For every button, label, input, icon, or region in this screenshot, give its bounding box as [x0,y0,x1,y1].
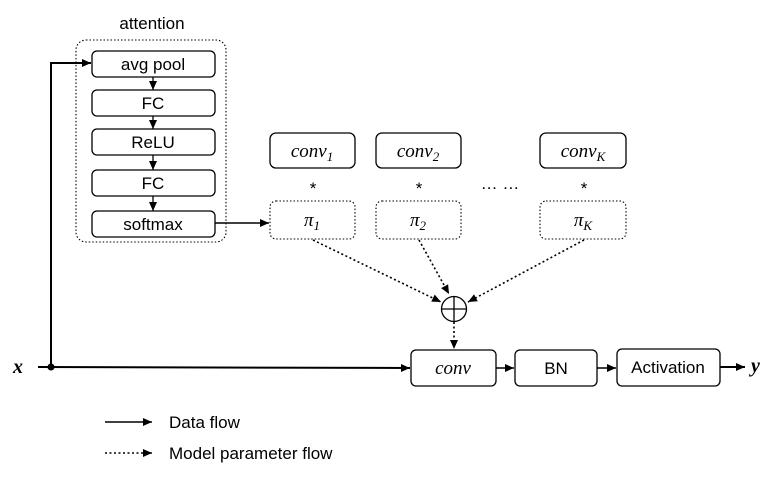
legend-data-flow-label: Data flow [169,413,241,432]
weight-name: π [574,210,584,231]
kernel-name: conv [397,141,433,162]
kernel-name: conv [291,141,327,162]
multiply-symbol-k: * [581,179,588,198]
weight-box-pi-2: π2 [375,200,462,240]
weight-subscript: K [582,218,593,233]
attention-layer-label: ReLU [131,133,174,152]
output-y-label: y [749,355,760,377]
param-arrow-pi-k [467,239,585,303]
kernel-subscript: K [596,149,607,164]
multiply-symbol-2: * [416,179,423,198]
sum-node-icon [440,295,468,323]
param-arrow-pi-2 [418,239,450,295]
kernel-box-conv-k: convK [539,132,627,169]
bn-box: BN [514,349,598,387]
weight-name: π [304,210,314,231]
attention-layer-label: softmax [123,215,183,234]
weight-name: π [410,210,420,231]
multiply-symbol-1: * [310,179,317,198]
activation-label: Activation [631,358,705,377]
attention-layer-label: FC [142,174,165,193]
weight-label: π1 [304,210,320,233]
activation-box: Activation [616,348,721,387]
attention-title: attention [119,14,184,33]
attention-layer-fc-1: FC [91,89,216,117]
attention-layer-relu: ReLU [91,128,216,156]
attention-layer-label: avg pool [121,55,185,74]
arrow-input-to-conv [37,363,411,372]
conv-label: conv [435,358,471,379]
kernel-label: convK [561,141,607,164]
kernel-label: conv1 [291,141,333,164]
attention-layer-fc-2: FC [91,169,216,197]
attention-layer-avg-pool: avg pool [91,50,216,78]
weight-subscript: 2 [420,218,427,233]
weight-label: πK [574,210,594,233]
attention-layer-label: FC [142,94,165,113]
ellipsis: … … [481,174,520,193]
weight-box-pi-1: π1 [269,200,356,240]
conv-box: conv [410,349,497,387]
kernel-box-conv-1: conv1 [269,132,356,169]
input-x-label: x [12,356,23,378]
param-arrow-pi-1 [312,239,442,303]
kernel-name: conv [561,141,597,162]
bn-label: BN [544,359,568,378]
weight-subscript: 1 [314,218,321,233]
kernel-box-conv-2: conv2 [375,132,462,169]
weight-label: π2 [410,210,427,233]
input-branch-point [47,363,55,371]
kernel-label: conv2 [397,141,440,164]
kernel-subscript: 2 [433,149,440,164]
attention-layer-softmax: softmax [91,210,216,238]
legend-param-flow-label: Model parameter flow [169,444,333,463]
weight-box-pi-k: πK [539,200,627,240]
arrow-input-to-avg-pool [50,59,91,367]
kernel-subscript: 1 [327,149,334,164]
